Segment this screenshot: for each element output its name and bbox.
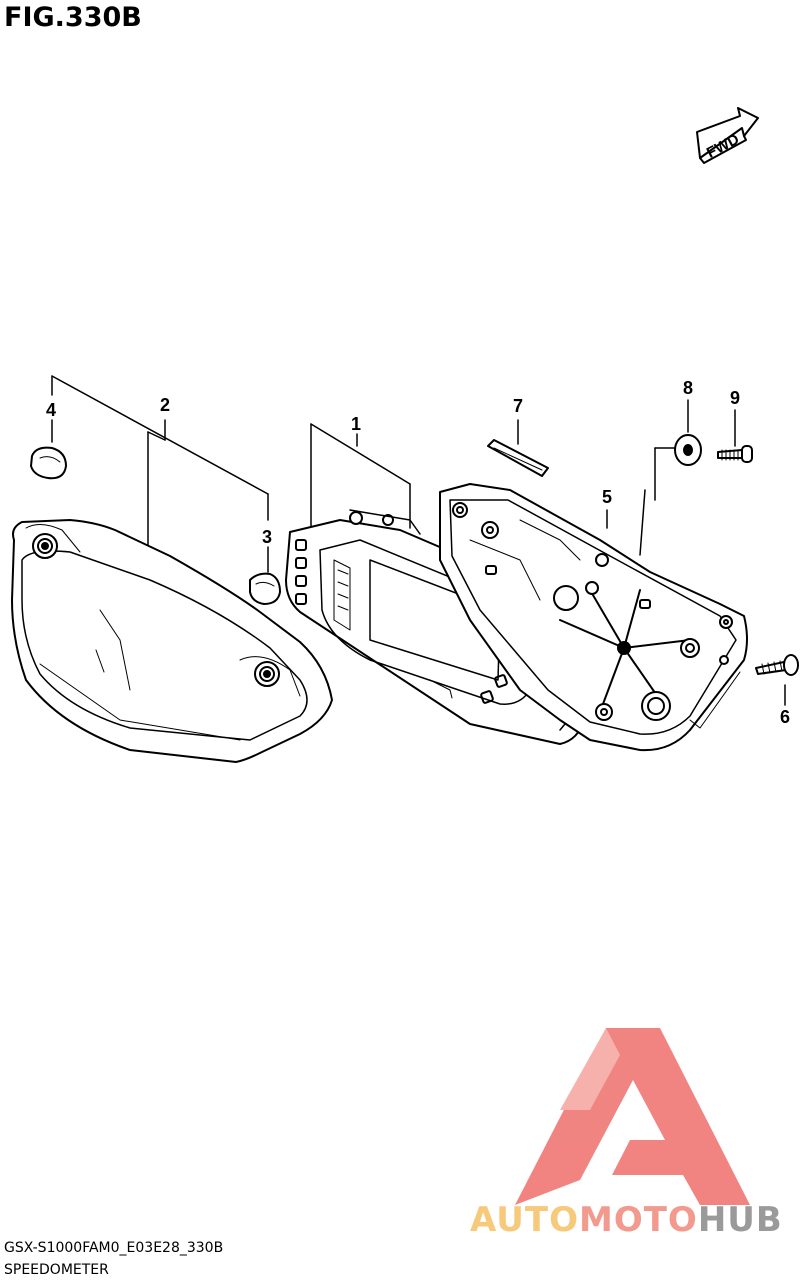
callout-7: 7 — [513, 396, 523, 416]
callout-5: 5 — [602, 487, 612, 507]
part-5-housing — [439, 483, 748, 752]
leader-lines — [51, 375, 786, 706]
callout-9: 9 — [730, 388, 740, 408]
watermark-hub: HUB — [697, 1200, 783, 1240]
part-6-screw — [755, 654, 799, 676]
part-2-cover — [11, 519, 333, 763]
watermark-auto: AUTO — [470, 1200, 579, 1240]
watermark-logo — [515, 1028, 750, 1205]
watermark-moto: MOTO — [578, 1200, 698, 1240]
callout-numbers: 4 2 3 1 7 5 8 9 6 — [46, 378, 790, 727]
part-4-cap — [30, 446, 67, 480]
callout-1: 1 — [351, 414, 361, 434]
part-3-cap — [249, 572, 281, 605]
fwd-arrow: FWD — [696, 107, 759, 164]
diagram-caption: SPEEDOMETER — [4, 1262, 109, 1278]
callout-3: 3 — [262, 527, 272, 547]
callout-8: 8 — [683, 378, 693, 398]
part-8-washer — [674, 434, 702, 466]
watermark-text: AUTOMOTOHUB — [470, 1200, 783, 1240]
diagram-code: GSX-S1000FAM0_E03E28_330B — [4, 1240, 224, 1256]
callout-4: 4 — [46, 400, 56, 420]
callout-2: 2 — [160, 395, 170, 415]
figure-title: FIG.330B — [4, 2, 142, 33]
part-9-screw — [717, 445, 753, 463]
part-7-strip — [487, 439, 549, 477]
callout-6: 6 — [780, 707, 790, 727]
